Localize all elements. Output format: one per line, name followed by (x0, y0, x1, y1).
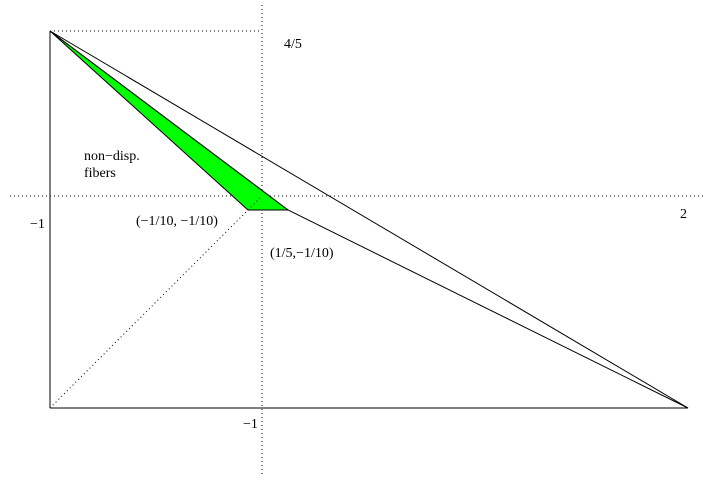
hypotenuse-line (49, 30, 689, 409)
region-dotted-edge (247, 195, 263, 211)
y-top-label: 4/5 (284, 37, 302, 52)
x-right-label: 2 (680, 207, 687, 222)
region-label-line2: fibers (84, 166, 116, 181)
y-bottom-label: −1 (243, 417, 258, 432)
point-a-label: (−1/10, −1/10) (136, 214, 218, 229)
region-label-line1: non−disp. (84, 149, 140, 164)
x-left-label: −1 (30, 217, 45, 232)
boundary-curve (49, 30, 689, 409)
point-b-label: (1/5,−1/10) (270, 246, 334, 261)
